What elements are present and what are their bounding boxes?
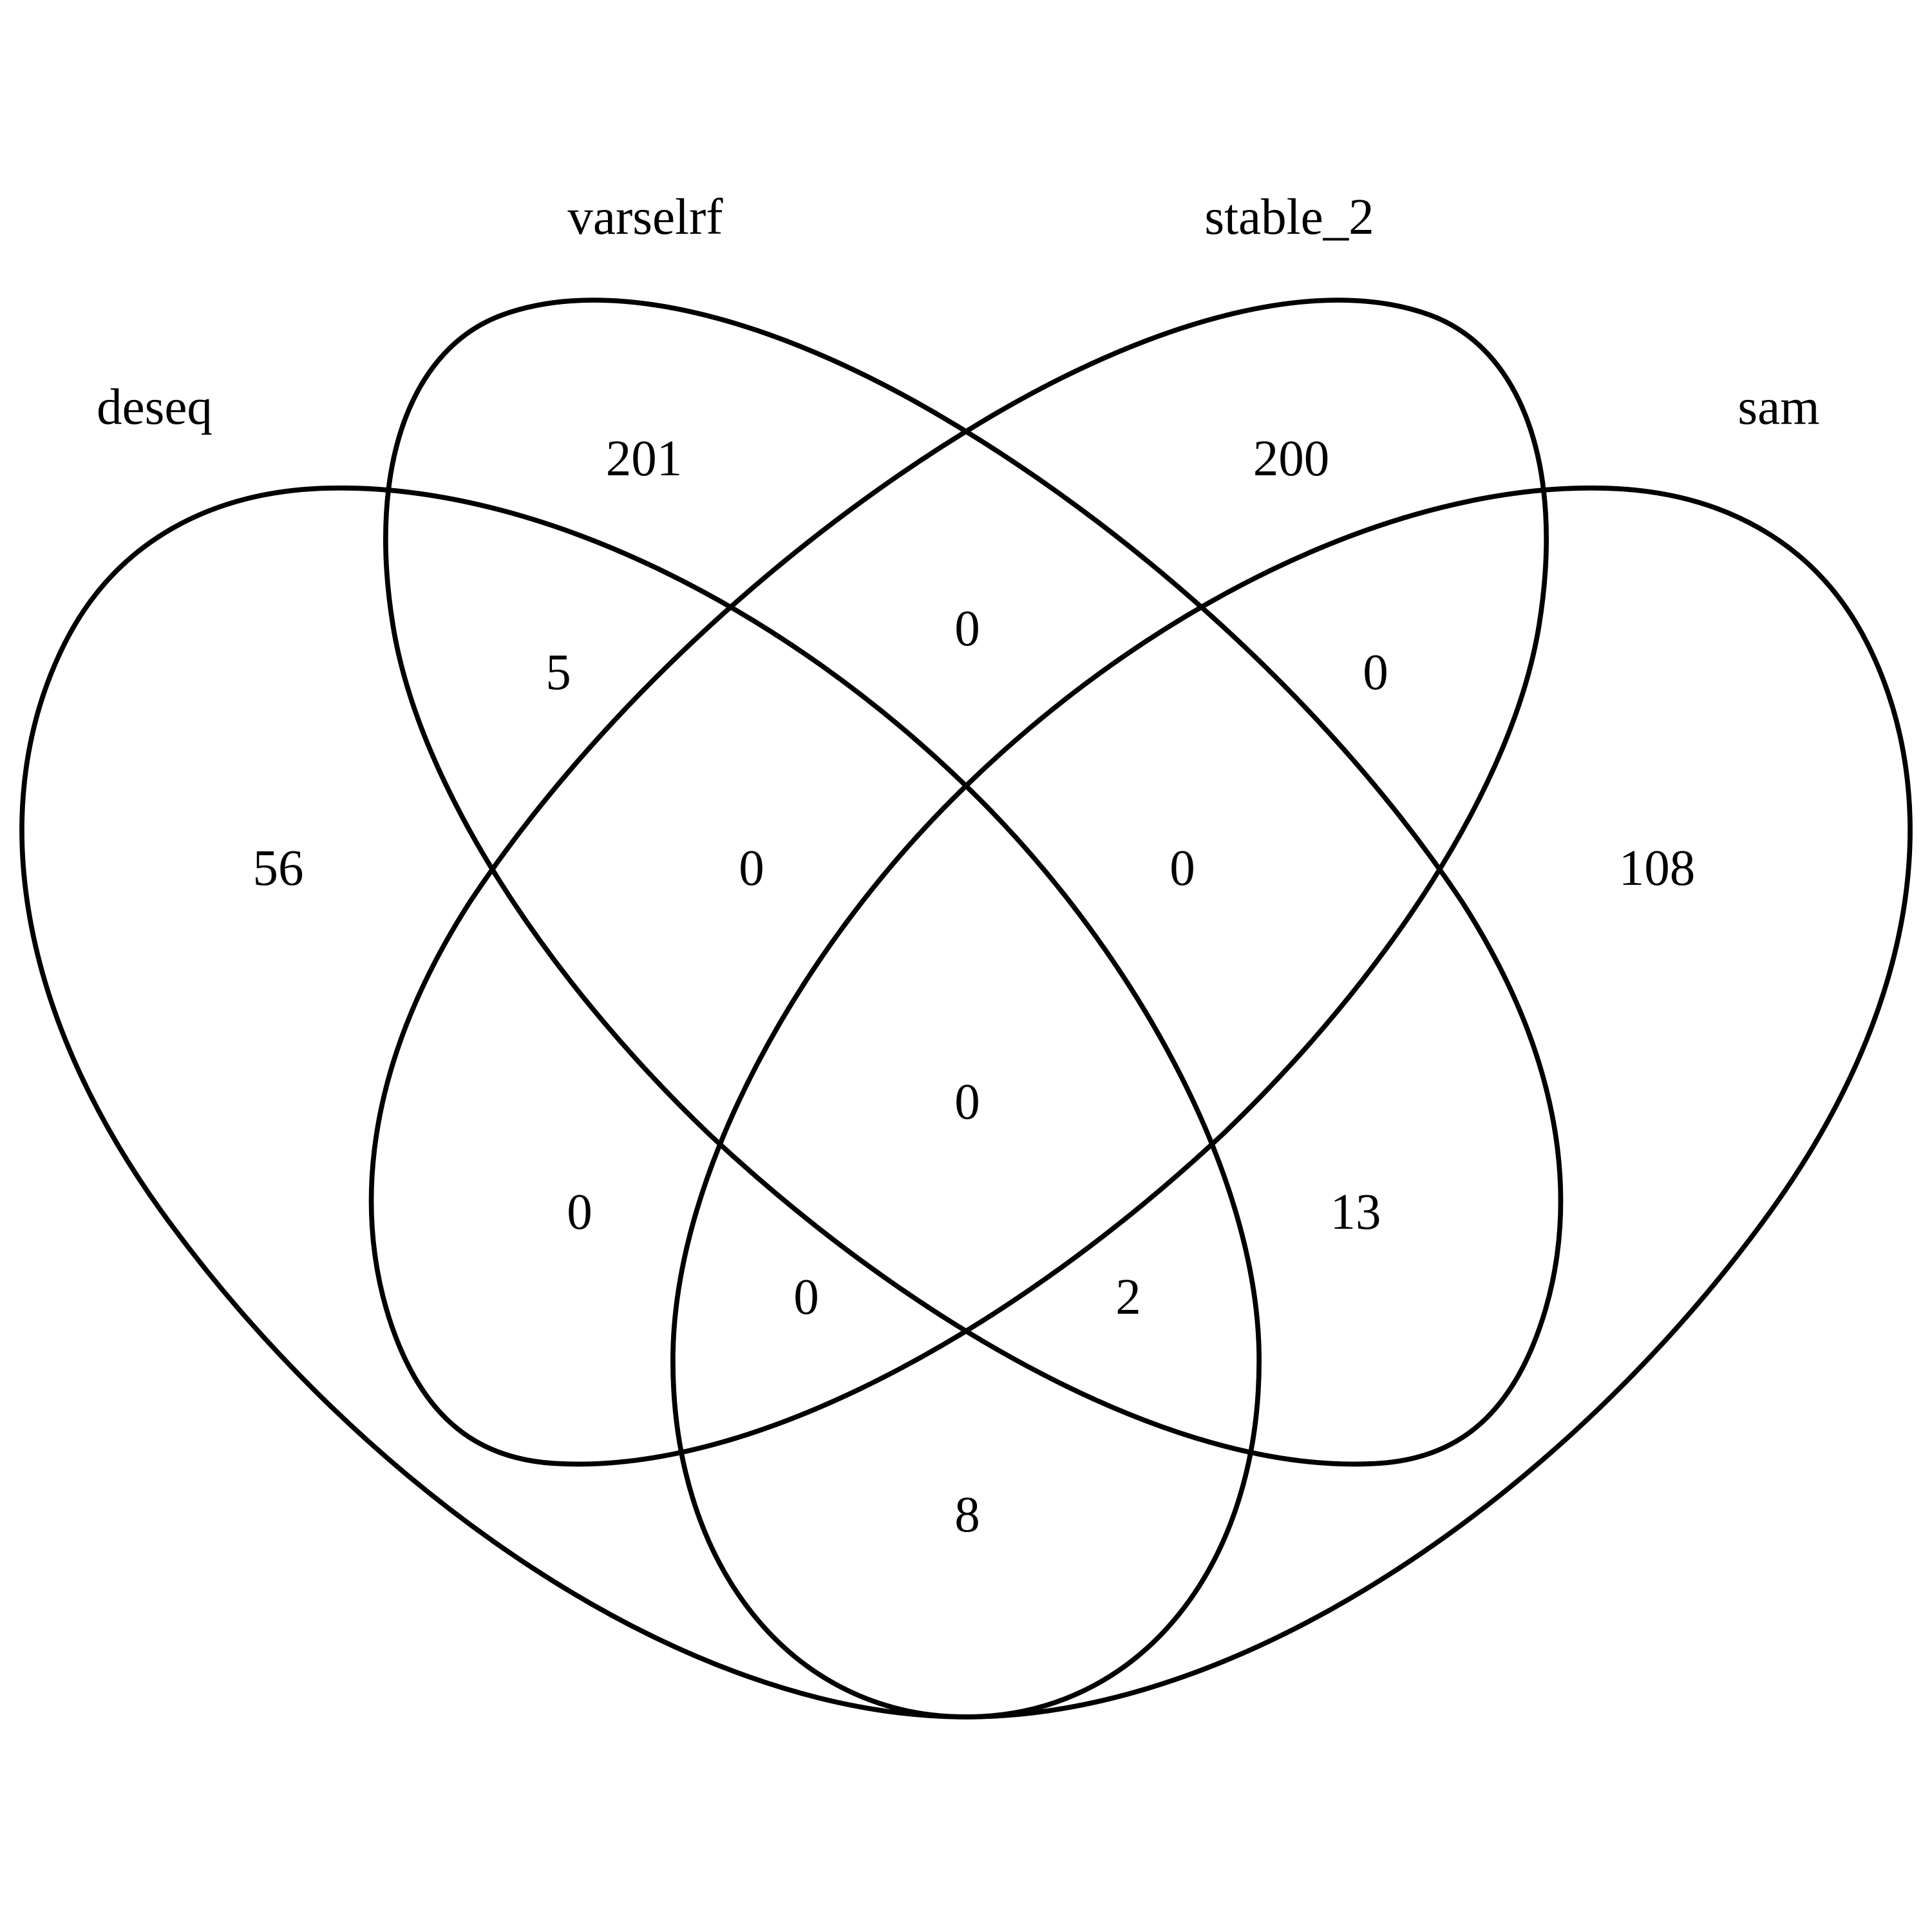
set-outline-deseq — [19, 485, 1262, 1719]
count-varselrf-sam: 13 — [1331, 1184, 1381, 1240]
count-deseq-varselrf-stable_2: 0 — [739, 840, 764, 896]
count-deseq-varselrf: 5 — [545, 645, 571, 701]
set-label-varselrf: varselrf — [567, 189, 723, 245]
count-all-four: 0 — [954, 1074, 980, 1130]
set-label-sam: sam — [1738, 379, 1819, 435]
set-label-stable_2: stable_2 — [1204, 189, 1374, 245]
count-stable_2-only: 200 — [1253, 431, 1330, 487]
count-deseq-stable_2-sam: 0 — [793, 1269, 819, 1325]
set-outline-stable_2 — [368, 298, 1549, 1467]
count-deseq-sam: 8 — [954, 1487, 980, 1543]
set-outline-varselrf — [383, 298, 1564, 1467]
count-varselrf-stable_2-sam: 0 — [1170, 840, 1195, 896]
set-outline-sam — [670, 485, 1913, 1719]
count-varselrf-only: 201 — [606, 431, 683, 487]
count-deseq-stable_2: 0 — [567, 1184, 592, 1240]
count-deseq-only: 56 — [253, 840, 304, 896]
count-varselrf-stable_2: 0 — [954, 601, 980, 657]
set-label-deseq: deseq — [97, 379, 213, 435]
count-stable_2-sam: 0 — [1363, 645, 1388, 701]
count-sam-only: 108 — [1619, 840, 1696, 896]
count-deseq-varselrf-sam: 2 — [1115, 1269, 1141, 1325]
